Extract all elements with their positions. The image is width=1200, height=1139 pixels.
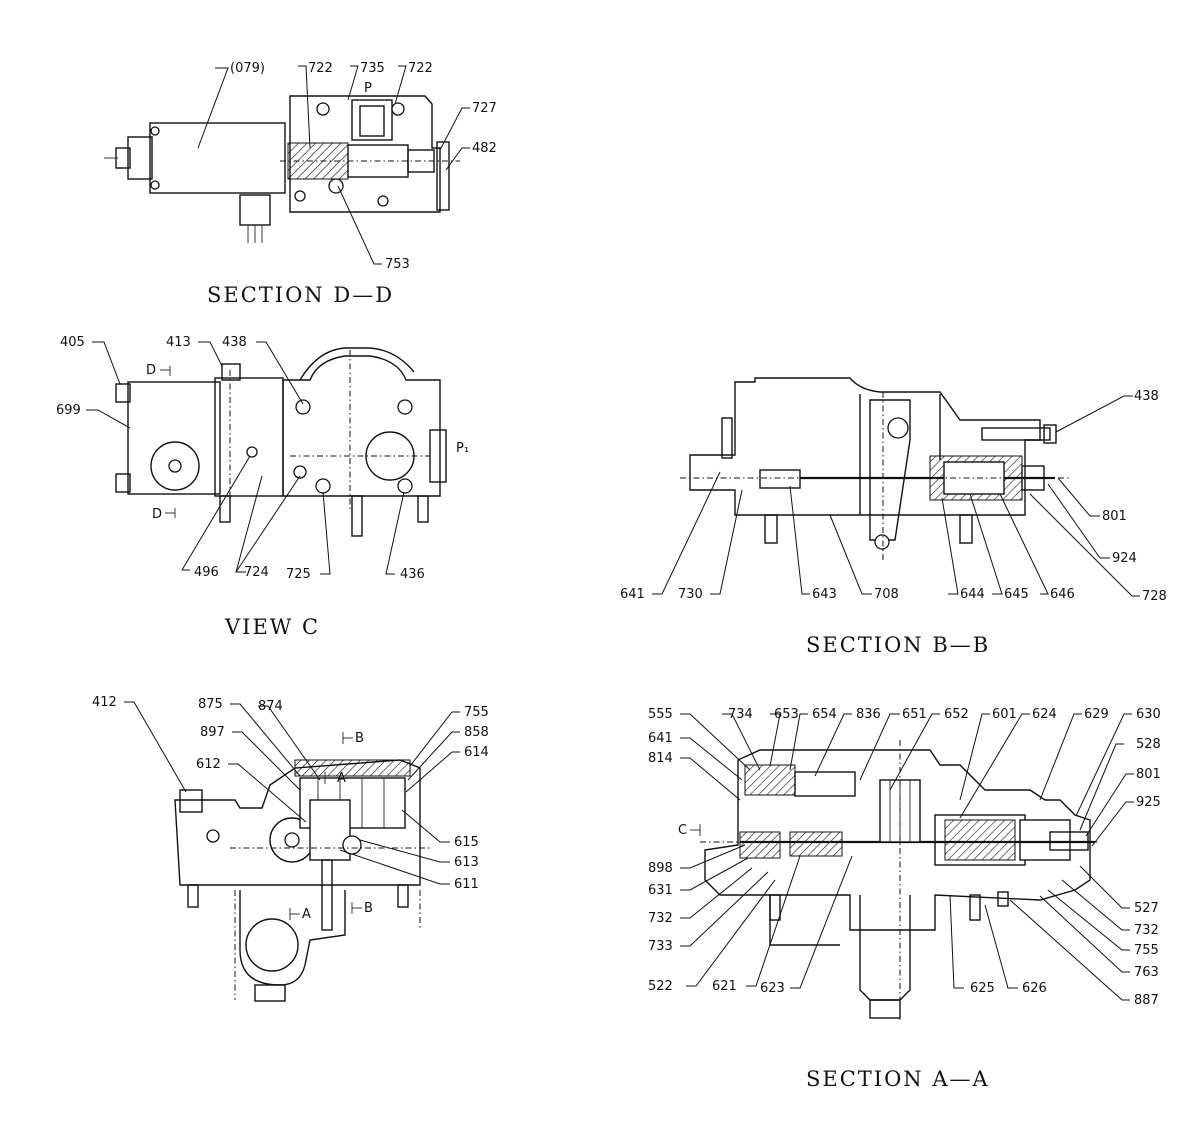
port-p-label: P (364, 81, 372, 96)
callout-405: 405 (60, 335, 85, 350)
callout-611: 611 (454, 877, 479, 892)
callout-614: 614 (464, 745, 489, 760)
left-lower-section-labels: 412 875 874 897 612 755 858 614 615 613 … (92, 695, 489, 922)
callout-626: 626 (1022, 981, 1047, 996)
callout-874: 874 (258, 699, 283, 714)
section-aa-title: SECTION A—A (806, 1067, 990, 1091)
d-mark-top: D (146, 363, 156, 378)
callout-801-aa: 801 (1136, 767, 1161, 782)
section-aa-drawing (680, 713, 1134, 1020)
d-mark-bottom: D (152, 507, 162, 522)
callout-755-left: 755 (464, 705, 489, 720)
callout-438-bb: 438 (1134, 389, 1159, 404)
view-c-drawing (86, 341, 447, 575)
callout-925: 925 (1136, 795, 1161, 810)
callout-654: 654 (812, 707, 837, 722)
callout-887: 887 (1134, 993, 1159, 1008)
callout-646: 646 (1050, 587, 1075, 602)
callout-615: 615 (454, 835, 479, 850)
section-mark-b-top: B (355, 731, 364, 746)
callout-708: 708 (874, 587, 899, 602)
callout-753: 753 (385, 257, 410, 272)
section-aa-labels: 555 734 653 654 836 651 652 601 624 629 … (648, 707, 1161, 1008)
callout-924: 924 (1112, 551, 1137, 566)
callout-652: 652 (944, 707, 969, 722)
callout-763: 763 (1134, 965, 1159, 980)
callout-630: 630 (1136, 707, 1161, 722)
callout-651: 651 (902, 707, 927, 722)
callout-624: 624 (1032, 707, 1057, 722)
callout-725: 725 (286, 567, 311, 582)
callout-727: 727 (472, 101, 497, 116)
callout-728: 728 (1142, 589, 1167, 604)
callout-522: 522 (648, 979, 673, 994)
callout-722-b: 722 (408, 61, 433, 76)
section-mark-a-bottom: A (302, 907, 311, 922)
callout-858: 858 (464, 725, 489, 740)
callout-613: 613 (454, 855, 479, 870)
callout-079: (079) (230, 61, 265, 76)
callout-528: 528 (1136, 737, 1161, 752)
callout-897: 897 (200, 725, 225, 740)
callout-653: 653 (774, 707, 799, 722)
callout-438: 438 (222, 335, 247, 350)
callout-755-aa: 755 (1134, 943, 1159, 958)
callout-482: 482 (472, 141, 497, 156)
callout-733: 733 (648, 939, 673, 954)
callout-875: 875 (198, 697, 223, 712)
view-c-title: VIEW C (224, 615, 320, 639)
callout-644: 644 (960, 587, 985, 602)
callout-641-bb: 641 (620, 587, 645, 602)
callout-732-a: 732 (648, 911, 673, 926)
callout-836: 836 (856, 707, 881, 722)
section-dd-drawing (104, 65, 470, 265)
callout-612: 612 (196, 757, 221, 772)
section-mark-a-top: A (337, 771, 346, 786)
callout-527: 527 (1134, 901, 1159, 916)
callout-412: 412 (92, 695, 117, 710)
callout-643: 643 (812, 587, 837, 602)
section-bb-labels: 438 801 924 728 641 730 643 708 644 645 … (620, 389, 1167, 604)
callout-623: 623 (760, 981, 785, 996)
port-p1-label: P₁ (456, 441, 469, 456)
callout-699: 699 (56, 403, 81, 418)
callout-732-b: 732 (1134, 923, 1159, 938)
callout-730: 730 (678, 587, 703, 602)
callout-629: 629 (1084, 707, 1109, 722)
callout-413: 413 (166, 335, 191, 350)
section-mark-b-bottom: B (364, 901, 373, 916)
callout-898: 898 (648, 861, 673, 876)
callout-631: 631 (648, 883, 673, 898)
callout-645: 645 (1004, 587, 1029, 602)
callout-621: 621 (712, 979, 737, 994)
callout-734: 734 (728, 707, 753, 722)
view-c-labels: 405 413 438 699 496 724 725 436 D D P₁ (56, 335, 469, 582)
section-dd-title: SECTION D—D (207, 283, 394, 307)
callout-436: 436 (400, 567, 425, 582)
callout-735: 735 (360, 61, 385, 76)
callout-555: 555 (648, 707, 673, 722)
callout-641-aa: 641 (648, 731, 673, 746)
callout-601: 601 (992, 707, 1017, 722)
callout-724: 724 (244, 565, 269, 580)
section-bb-title: SECTION B—B (806, 633, 990, 657)
callout-722-a: 722 (308, 61, 333, 76)
callout-625: 625 (970, 981, 995, 996)
left-lower-section-drawing (124, 701, 460, 1002)
callout-496: 496 (194, 565, 219, 580)
callout-814: 814 (648, 751, 673, 766)
callout-801-bb: 801 (1102, 509, 1127, 524)
section-bb-drawing (652, 377, 1140, 597)
section-dd-labels: (079) 722 735 722 727 482 753 P (230, 61, 497, 272)
section-mark-c: C (678, 823, 687, 838)
